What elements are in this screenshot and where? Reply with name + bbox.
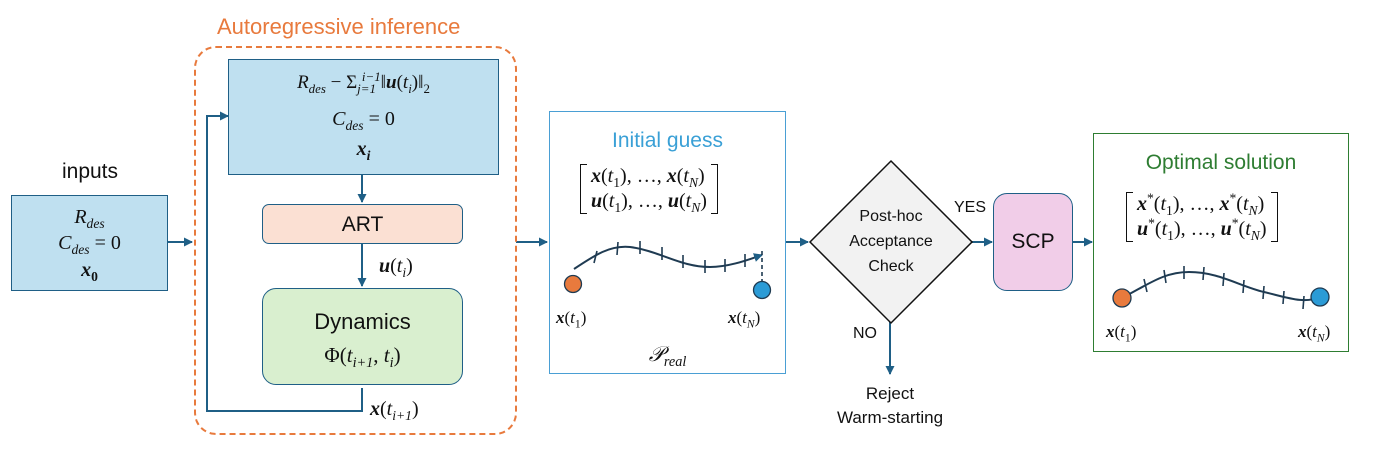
autoregressive-title: Autoregressive inference: [217, 14, 461, 39]
check-yes-label: YES: [954, 199, 987, 216]
initial-trajectory: [563, 241, 772, 300]
optimal-solution-box: Optimal solution x*(t1), …, x*(tN) u*(t1…: [1093, 133, 1349, 352]
reject-line1: Reject: [865, 384, 915, 403]
state-budget: Rdes − Σj=1i−1‖u(ti)‖2: [297, 68, 430, 96]
autoregressive-panel: [194, 46, 517, 435]
check-line3: Check: [868, 258, 914, 275]
inputs-rdes: Rdes: [74, 206, 105, 231]
initial-end-label: x(tN): [728, 308, 761, 331]
state-box: Rdes − Σj=1i−1‖u(ti)‖2 Cdes = 0 xi: [228, 59, 499, 175]
initial-start-label: x(t1): [556, 308, 587, 331]
inputs-x0: x0: [81, 259, 98, 284]
state-xi: xi: [356, 138, 371, 163]
check-line2: Acceptance: [849, 233, 933, 250]
initial-end-dot: [752, 280, 772, 300]
arrow-feedback-loop: [206, 111, 363, 412]
inputs-box: Rdes Cdes = 0 x0: [11, 195, 168, 291]
optimal-start-dot: [1112, 288, 1132, 308]
optimal-end-label: x(tN): [1298, 322, 1331, 345]
dynamics-box: Dynamics Φ(ti+1, ti): [262, 288, 463, 385]
initial-start-dot: [563, 274, 583, 294]
optimal-title: Optimal solution: [1145, 151, 1297, 174]
check-line1: Post-hoc: [859, 208, 923, 225]
initial-guess-row-x: x(t1), …, x(tN): [591, 165, 705, 190]
optimal-matrix: x*(t1), …, x*(tN) u*(t1), …, u*(tN): [1126, 190, 1278, 243]
optimal-end-dot: [1310, 287, 1330, 307]
dynamics-output-label: x(ti+1): [370, 398, 419, 423]
initial-guess-row-u: u(t1), …, u(tN): [591, 190, 707, 215]
reject-line2: Warm-starting: [836, 408, 944, 427]
art-label: ART: [341, 213, 384, 236]
check-no-label: NO: [853, 325, 877, 342]
scp-label: SCP: [1011, 230, 1055, 253]
optimal-trajectory: [1112, 266, 1330, 310]
optimal-row-u: u*(t1), …, u*(tN): [1137, 215, 1267, 243]
initial-path-label: 𝒫real: [648, 342, 687, 371]
inputs-label: inputs: [61, 160, 119, 183]
initial-guess-matrix: x(t1), …, x(tN) u(t1), …, u(tN): [580, 164, 718, 214]
acceptance-check-diamond: [808, 159, 974, 325]
initial-guess-box: Initial guess x(t1), …, x(tN) u(t1), …, …: [549, 111, 786, 374]
optimal-row-x: x*(t1), …, x*(tN): [1137, 190, 1265, 218]
dynamics-title: Dynamics: [314, 309, 411, 334]
scp-box: SCP: [993, 193, 1073, 291]
art-box: ART: [262, 204, 463, 244]
optimal-start-label: x(t1): [1106, 322, 1137, 345]
dynamics-formula: Φ(ti+1, ti): [324, 343, 401, 372]
inputs-cdes: Cdes = 0: [58, 232, 121, 257]
state-cdes: Cdes = 0: [332, 108, 395, 133]
initial-guess-title: Initial guess: [612, 129, 723, 152]
art-output-label: u(ti): [379, 255, 413, 280]
